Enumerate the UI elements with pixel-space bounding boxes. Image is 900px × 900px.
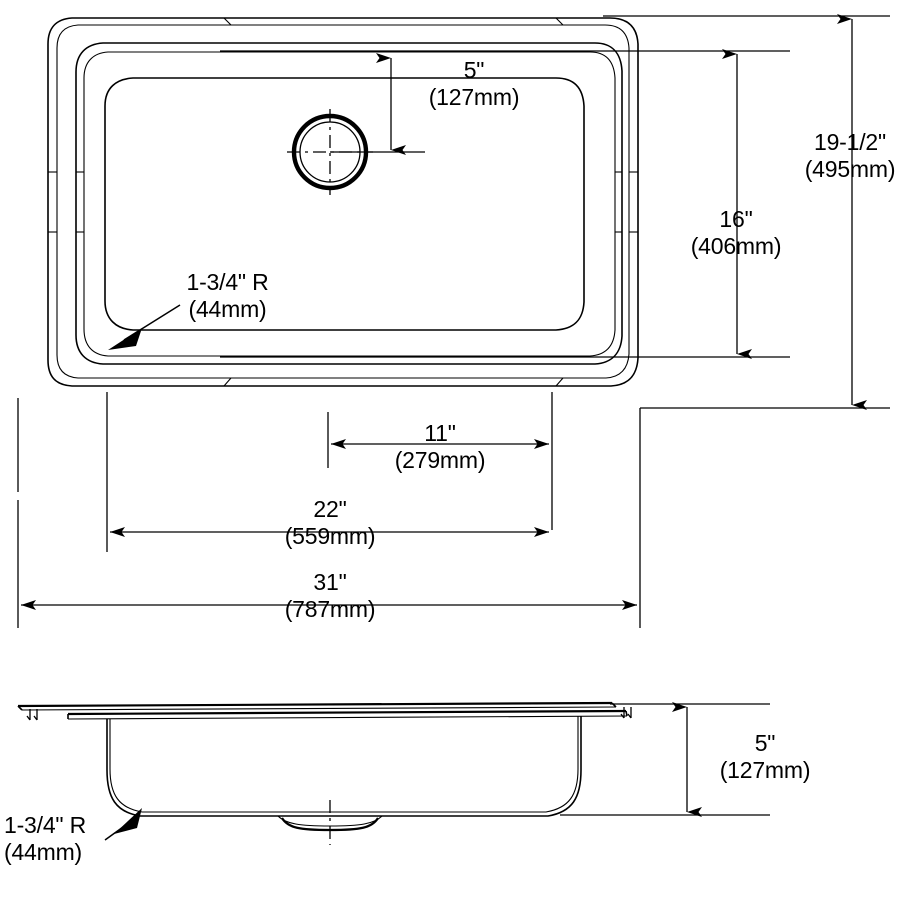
label-corner-radius-top-imperial: 1-3/4" R [186,269,269,295]
label-bowl-depth-metric: (406mm) [690,233,782,259]
bowl-floor-outline [104,77,585,331]
clip-mark-left-b [33,709,38,721]
label-11in-metric: (279mm) [394,447,486,473]
label-22in-imperial: 22" [313,496,347,522]
dim-bowl-width [106,392,549,552]
side-rim-third-line [67,709,627,716]
label-bowl-height-imperial: 5" [754,730,776,756]
rim-corner-tick-tr [555,17,564,26]
rim-second-edge [56,24,630,379]
side-rim-right-edge [625,710,628,717]
rim-corner-tick-tl [223,17,232,26]
label-overall-width: 31" (787mm) [260,569,400,623]
label-corner-radius-side: 1-3/4" R (44mm) [4,812,154,866]
dim-drain-offset-from-left [327,392,553,530]
label-corner-radius-top-metric: (44mm) [188,296,267,322]
leader-arrow-radius-side [114,808,142,834]
label-bowl-height: 5" (127mm) [690,730,840,784]
label-drain-offset-imperial: 5" [463,57,485,83]
label-overall-depth-metric: (495mm) [804,156,896,182]
label-drain-offset-from-left: 11" (279mm) [370,420,510,474]
label-22in-metric: (559mm) [284,523,376,549]
label-drain-offset-from-back: 5" (127mm) [394,57,554,111]
leader-corner-radius-top [108,304,181,350]
side-bowl-inner-line [109,716,579,813]
top-view-sink-outline [47,17,639,387]
dim-overall-depth [603,14,890,410]
label-corner-radius-side-metric: (44mm) [4,839,83,865]
label-bowl-width: 22" (559mm) [260,496,400,550]
side-rim-top-line [17,701,613,708]
rim-corner-tick-bl [223,377,232,387]
clip-mark-right-a [620,707,625,719]
side-rim-fourth-line [67,715,628,720]
label-31in-metric: (787mm) [284,596,376,622]
clip-mark-right-b [627,707,632,719]
label-bowl-front-to-back: 16" (406mm) [676,206,796,260]
bowl-wall-lower-contour [83,51,616,357]
side-bowl-wall-outline [106,716,582,817]
label-11in-imperial: 11" [424,420,456,446]
leader-arrow-radius-top [108,328,142,350]
dim-overall-width [17,398,641,628]
label-corner-radius-side-imperial: 1-3/4" R [4,812,86,838]
label-bowl-depth-imperial: 16" [719,206,753,232]
clip-mark-left-a [26,709,31,721]
label-overall-depth-imperial: 19-1/2" [814,129,886,155]
label-overall-depth: 19-1/2" (495mm) [790,129,900,183]
side-rim-second-line [21,706,617,711]
label-corner-radius-top: 1-3/4" R (44mm) [160,269,295,323]
label-bowl-height-metric: (127mm) [719,757,811,783]
side-rim-left-cap [17,705,23,711]
label-31in-imperial: 31" [313,569,347,595]
dim-bowl-front-to-back [220,49,790,359]
rim-outer-edge [47,17,639,387]
rim-corner-tick-br [555,377,564,387]
label-drain-offset-metric: (127mm) [428,84,520,110]
dim-drain-offset-from-back [330,53,425,155]
bowl-wall-top-contour [75,42,623,365]
side-section-view [17,701,770,845]
